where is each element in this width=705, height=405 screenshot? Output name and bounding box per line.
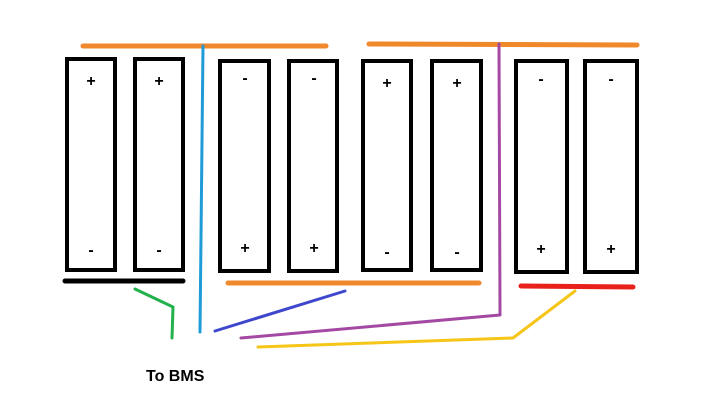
balance-lead-purple (239, 42, 502, 340)
balance-lead-cyan (198, 44, 205, 334)
cell-6-bottom-terminal: - (454, 244, 459, 261)
battery-cell-6: + - (430, 59, 483, 272)
battery-cell-2: + - (133, 57, 185, 272)
cell-3-top-terminal: - (242, 70, 247, 87)
battery-cell-4: - + (287, 59, 339, 273)
cell-7-top-terminal: - (538, 71, 543, 88)
cell-6-top-terminal: + (452, 75, 461, 92)
top-bus-bar-right (366, 41, 640, 48)
cell-2-top-terminal: + (154, 73, 163, 90)
balance-lead-blue (213, 289, 347, 333)
cell-8-top-terminal: - (608, 71, 613, 88)
cell-2-bottom-terminal: - (156, 242, 161, 259)
bottom-bus-bar-red (518, 283, 636, 290)
balance-lead-yellow (256, 289, 577, 349)
battery-cell-7: - + (514, 59, 569, 274)
battery-cell-3: - + (218, 59, 271, 273)
battery-cell-5: + - (361, 59, 413, 272)
cell-4-top-terminal: - (311, 70, 316, 87)
cell-5-top-terminal: + (382, 75, 391, 92)
cell-4-bottom-terminal: + (309, 240, 318, 257)
cell-3-bottom-terminal: + (240, 240, 249, 257)
balance-lead-green (133, 287, 175, 340)
cell-1-top-terminal: + (86, 73, 95, 90)
to-bms-label: To BMS (146, 368, 205, 385)
cell-7-bottom-terminal: + (536, 241, 545, 258)
cell-8-bottom-terminal: + (606, 241, 615, 258)
cell-5-bottom-terminal: - (384, 244, 389, 261)
cell-1-bottom-terminal: - (88, 242, 93, 259)
battery-cell-1: + - (65, 57, 117, 272)
battery-cell-8: - + (583, 59, 639, 274)
